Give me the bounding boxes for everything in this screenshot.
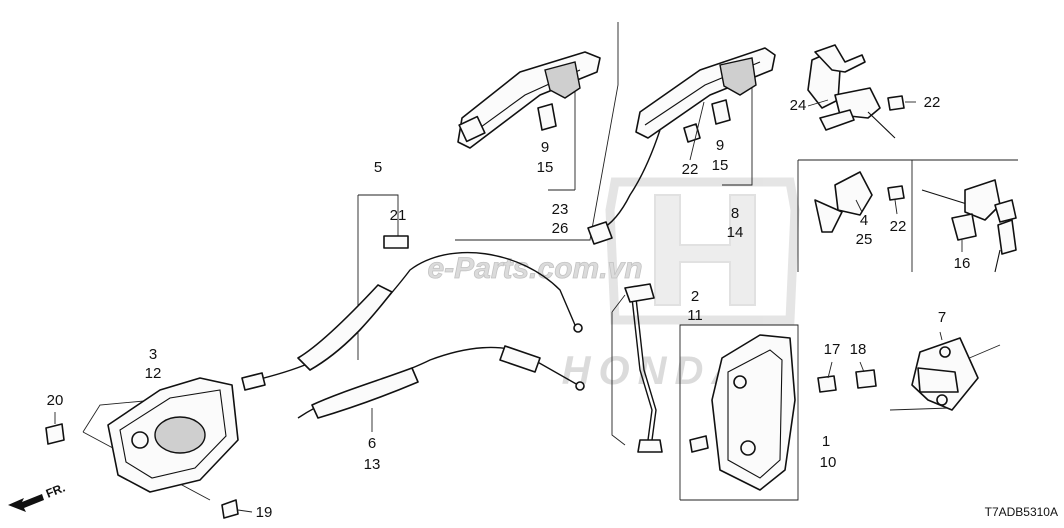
callout-13: 13 [364,456,381,473]
callout-9b: 9 [716,137,724,154]
callouts: 5 21 9 15 23 26 22 9 15 8 14 24 22 4 25 … [47,94,971,521]
diagram-code: T7ADB5310A [985,505,1058,519]
watermark-site: e-Parts.com.vn [427,252,642,285]
key-cylinder [807,44,905,139]
front-label: FR. [44,481,67,501]
callout-5: 5 [374,159,382,176]
callout-18: 18 [850,341,867,358]
cable-6 [297,345,585,419]
bracket-23 [548,90,576,191]
inner-handle [45,377,239,519]
callout-10: 10 [820,454,837,471]
callout-21: 21 [390,207,407,224]
callout-16: 16 [954,255,971,272]
bolt-18 [855,369,877,389]
callout-9a: 9 [541,139,549,156]
callout-25: 25 [856,231,873,248]
callout-3: 3 [149,346,157,363]
callout-15b: 15 [712,157,729,174]
callout-1: 1 [822,433,830,450]
part-16 [921,179,1017,273]
callout-17: 17 [824,341,841,358]
callout-20: 20 [47,392,64,409]
front-arrow-icon [8,494,44,512]
callout-7: 7 [938,309,946,326]
callout-11: 11 [687,307,703,324]
cable-5 [241,235,583,391]
callout-19: 19 [256,504,273,521]
callout-22a: 22 [682,161,699,178]
bracket-8 [722,85,753,186]
callout-24: 24 [790,97,807,114]
bracket-2 [611,294,626,446]
callout-2: 2 [691,288,699,305]
box-1 [679,324,799,501]
rod-2 [624,283,663,453]
outer-handle-front [587,47,776,245]
part-4 [814,171,905,233]
front-direction-indicator: FR. [8,481,67,512]
watermark-brand: HONDA [562,349,749,393]
callout-26: 26 [552,220,569,237]
callout-6: 6 [368,435,376,452]
callout-8: 8 [731,205,739,222]
brand-logo-h [654,194,756,306]
watermark: e-Parts.com.vn HONDA [427,177,800,393]
callout-22c: 22 [890,218,907,235]
callout-15a: 15 [537,159,554,176]
outer-handle-rear [457,51,601,149]
leader-lines [54,99,963,513]
separator-line [455,22,619,241]
callout-23: 23 [552,201,569,218]
callout-12: 12 [145,365,162,382]
callout-14: 14 [727,224,744,241]
door-latch [689,334,796,491]
callout-22b: 22 [924,94,941,111]
callout-4: 4 [860,212,868,229]
bolt-17 [817,375,837,393]
striker-7 [911,337,979,411]
brand-logo-mark [605,177,800,325]
box-right [797,159,1018,272]
